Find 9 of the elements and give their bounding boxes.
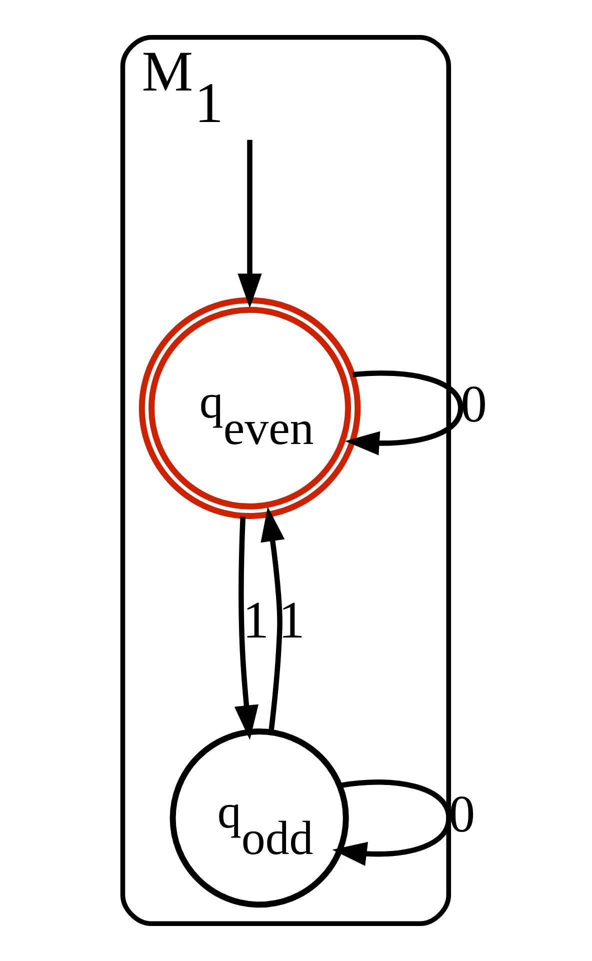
arrow bbox=[332, 780, 451, 866]
arrow bbox=[234, 516, 258, 740]
arrow bbox=[260, 506, 284, 732]
arrow bbox=[344, 370, 463, 456]
arrow bbox=[237, 140, 262, 308]
edge-label: 0 bbox=[460, 376, 487, 434]
edge-label: 1 bbox=[278, 591, 304, 650]
edge-label: 0 bbox=[448, 786, 475, 844]
edge-label: 1 bbox=[242, 591, 268, 650]
